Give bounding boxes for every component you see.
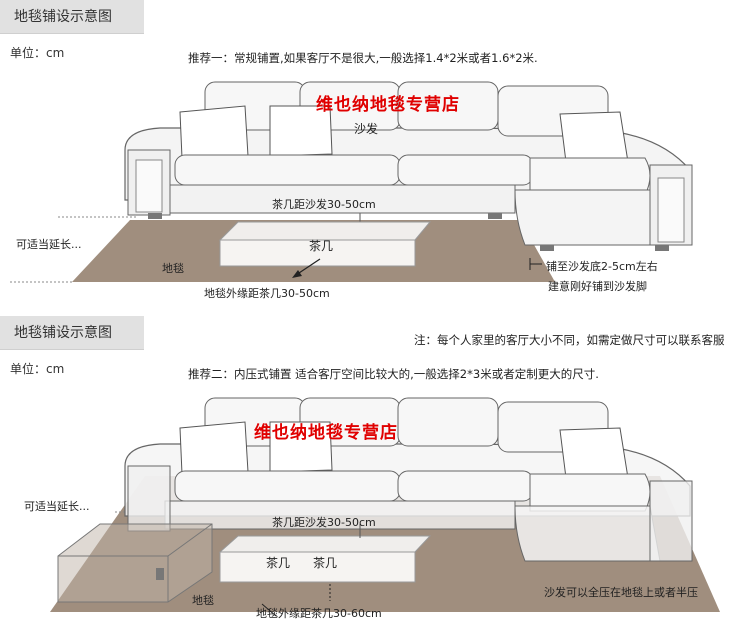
top-rug-under-sofa-note: 建意刚好铺到沙发脚	[548, 280, 647, 293]
top-extend-label: 可适当延长...	[16, 238, 82, 251]
bottom-rug-edge-to-table: 地毯外缘距茶几30-60cm	[256, 607, 382, 620]
top-table-label: 茶几	[309, 239, 334, 253]
top-rug-edge-to-table: 地毯外缘距茶几30-50cm	[204, 287, 330, 300]
top-unit-label: 单位：cm	[10, 46, 65, 60]
top-rug-label: 地毯	[162, 262, 184, 275]
bottom-diagram-panel: 地毯铺设示意图 单位：cm 注：每个人家里的客厅大小不同，如需定做尺寸可以联系客…	[0, 316, 750, 622]
bottom-extend-label: 可适当延长...	[24, 500, 90, 513]
bottom-table-label-1: 茶几	[266, 556, 291, 570]
top-section-tab: 地毯铺设示意图	[0, 0, 144, 34]
bottom-shop-name: 维也纳地毯专营店	[254, 423, 398, 443]
bottom-table-to-sofa: 茶几距沙发30-50cm	[272, 516, 376, 529]
bottom-sofa-on-rug: 沙发可以全压在地毯上或者半压	[544, 586, 698, 599]
bottom-unit-label: 单位：cm	[10, 362, 65, 376]
bottom-notice: 注：每个人家里的客厅大小不同，如需定做尺寸可以联系客服	[414, 333, 725, 347]
bottom-recommendation: 推荐二：内压式铺置 适合客厅空间比较大的,一般选择2*3米或者定制更大的尺寸.	[188, 367, 599, 381]
top-sofa-label: 沙发	[354, 122, 379, 136]
top-table-to-sofa: 茶几距沙发30-50cm	[272, 198, 376, 211]
bottom-table-label-2: 茶几	[313, 556, 338, 570]
top-sofa-illustration	[10, 81, 693, 283]
top-shop-name: 维也纳地毯专营店	[316, 95, 460, 115]
top-diagram-panel: 地毯铺设示意图 单位：cm 推荐一：常规铺置,如果客厅不是很大,一般选择1.4*…	[0, 0, 750, 306]
bottom-section-tab: 地毯铺设示意图	[0, 316, 144, 350]
bottom-sofa-illustration	[50, 397, 720, 617]
top-recommendation: 推荐一：常规铺置,如果客厅不是很大,一般选择1.4*2米或者1.6*2米.	[188, 51, 538, 65]
bottom-rug-label: 地毯	[192, 594, 214, 607]
top-rug-under-sofa: 铺至沙发底2-5cm左右	[546, 260, 658, 273]
